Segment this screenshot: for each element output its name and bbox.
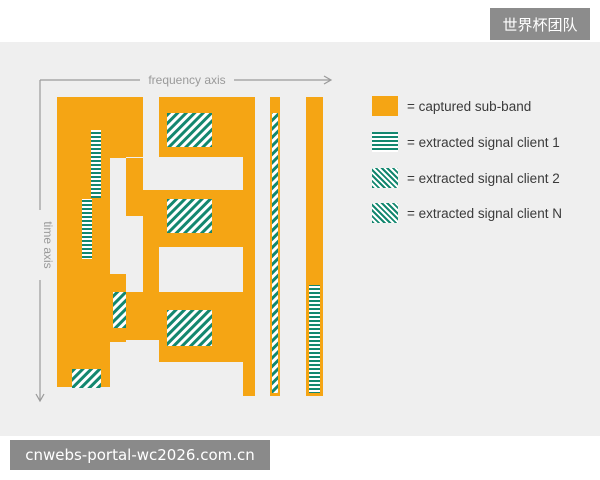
captured-block bbox=[126, 292, 159, 340]
legend-item-client-n: = extracted signal client N bbox=[372, 203, 562, 223]
watermark-badge-top: 世界杯团队 bbox=[490, 8, 590, 40]
extracted-client-2 bbox=[72, 369, 101, 388]
extracted-client-n bbox=[272, 113, 278, 393]
extracted-client-2 bbox=[167, 113, 212, 147]
captured-block bbox=[243, 362, 255, 396]
extracted-client-2 bbox=[167, 310, 212, 346]
captured-block bbox=[126, 158, 143, 216]
extracted-client-1 bbox=[91, 130, 101, 198]
legend-label: = extracted signal client 1 bbox=[407, 134, 560, 150]
captured-block bbox=[126, 97, 143, 157]
legend-item-client-2: = extracted signal client 2 bbox=[372, 168, 560, 188]
extracted-client-1 bbox=[82, 199, 92, 259]
legend-label: = extracted signal client N bbox=[407, 205, 562, 221]
extracted-client-1 bbox=[309, 285, 320, 393]
captured-block bbox=[143, 280, 159, 292]
client-1-swatch bbox=[372, 132, 398, 152]
captured-block bbox=[243, 247, 255, 292]
extracted-client-2 bbox=[167, 199, 212, 233]
time-axis: time axis bbox=[35, 80, 55, 403]
extracted-signals bbox=[72, 113, 320, 393]
extracted-client-2 bbox=[113, 292, 126, 328]
frequency-axis-label: frequency axis bbox=[148, 73, 225, 87]
captured-block bbox=[143, 190, 159, 280]
legend-item-client-1: = extracted signal client 1 bbox=[372, 132, 560, 152]
legend-item-captured: = captured sub-band bbox=[372, 96, 531, 116]
client-2-swatch bbox=[372, 168, 398, 188]
captured-swatch bbox=[372, 96, 398, 116]
watermark-badge-bottom: cnwebs-portal-wc2026.com.cn bbox=[10, 440, 270, 470]
client-n-swatch bbox=[372, 203, 398, 223]
time-axis-label: time axis bbox=[41, 221, 55, 268]
captured-block bbox=[243, 157, 255, 190]
legend-label: = captured sub-band bbox=[407, 98, 532, 114]
frequency-axis: frequency axis bbox=[40, 73, 333, 87]
legend-label: = extracted signal client 2 bbox=[407, 170, 560, 186]
